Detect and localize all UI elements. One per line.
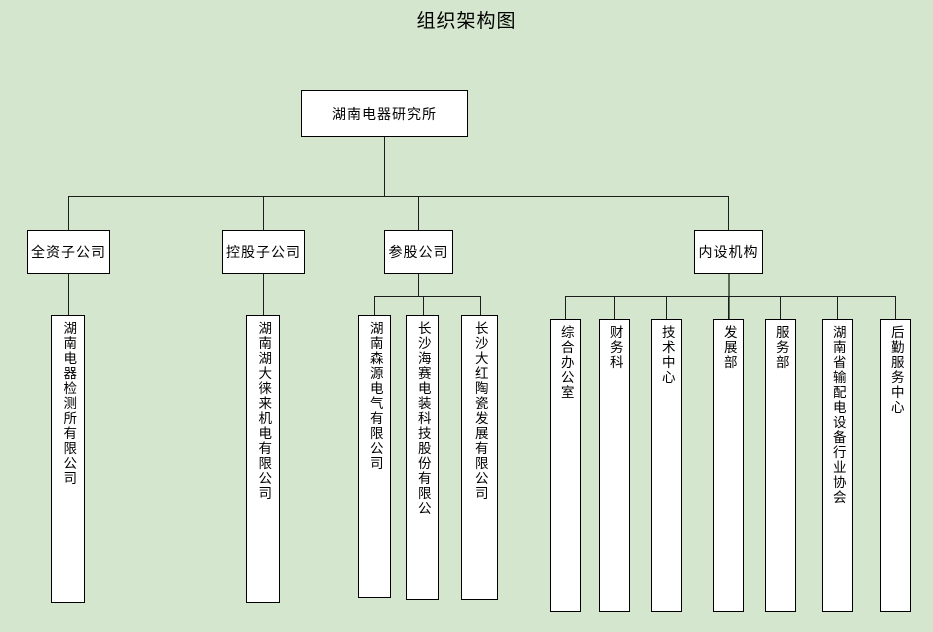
page-title: 组织架构图 [416, 10, 517, 32]
connector-drop-leaf-3-1 [614, 296, 615, 319]
connector-drop-leaf-3-2 [666, 296, 667, 319]
connector-drop-leaf-2-1 [423, 296, 424, 315]
org-node-leaf-3-4-label: 服务部 [772, 325, 789, 370]
connector-drop-leaf-3-3 [728, 296, 729, 319]
org-node-leaf-3-5[interactable]: 湖南省输配电设备行业协会 [822, 319, 853, 612]
connector-root-stem [384, 137, 385, 196]
connector-drop-branch-3 [728, 196, 729, 230]
org-node-leaf-2-2[interactable]: 长沙大红陶瓷发展有限公司 [461, 315, 498, 600]
connector-drop-leaf-3-0 [565, 296, 566, 319]
connector-branch-3-bus [565, 296, 895, 297]
connector-drop-leaf-2-2 [480, 296, 481, 315]
org-node-leaf-3-5-label: 湖南省输配电设备行业协会 [829, 325, 846, 505]
org-node-leaf-2-0-label: 湖南森源电气有限公司 [366, 321, 383, 471]
connector-drop-leaf-2-0 [374, 296, 375, 315]
connector-level2-bus [68, 196, 728, 197]
org-node-leaf-2-2-label: 长沙大红陶瓷发展有限公司 [471, 321, 488, 501]
org-node-branch-2[interactable]: 参股公司 [384, 230, 453, 274]
org-node-leaf-3-2-label: 技术中心 [658, 325, 675, 385]
org-node-leaf-2-1[interactable]: 长沙海赛电装科技股份有限公 [406, 315, 439, 600]
org-node-leaf-3-1[interactable]: 财务科 [599, 319, 630, 612]
connector-drop-branch-1 [263, 196, 264, 230]
org-node-leaf-3-6[interactable]: 后勤服务中心 [880, 319, 911, 612]
org-node-leaf-3-1-label: 财务科 [606, 325, 623, 370]
org-node-root[interactable]: 湖南电器研究所 [301, 90, 468, 137]
connector-drop-leaf-3-5 [837, 296, 838, 319]
org-node-leaf-3-0[interactable]: 综合办公室 [550, 319, 581, 612]
org-node-branch-3-label: 内设机构 [698, 245, 759, 261]
org-node-branch-0-label: 全资子公司 [31, 245, 106, 261]
org-node-leaf-3-3[interactable]: 发展部 [713, 319, 744, 612]
org-node-branch-0[interactable]: 全资子公司 [27, 230, 110, 274]
connector-branch-1-stem [263, 274, 264, 315]
org-node-branch-1[interactable]: 控股子公司 [222, 230, 305, 274]
org-node-leaf-1-0-label: 湖南湖大徕来机电有限公司 [255, 321, 272, 501]
connector-drop-leaf-3-6 [895, 296, 896, 319]
org-node-leaf-0-0[interactable]: 湖南电器检测所有限公司 [51, 315, 85, 603]
org-node-leaf-3-3-label: 发展部 [720, 325, 737, 370]
connector-drop-branch-2 [418, 196, 419, 230]
org-node-leaf-2-0[interactable]: 湖南森源电气有限公司 [358, 315, 391, 598]
org-node-leaf-3-2[interactable]: 技术中心 [651, 319, 682, 612]
connector-branch-2-bus [374, 296, 481, 297]
connector-branch-2-stem [418, 274, 419, 296]
org-node-leaf-1-0[interactable]: 湖南湖大徕来机电有限公司 [246, 315, 280, 603]
org-node-leaf-2-1-label: 长沙海赛电装科技股份有限公 [414, 321, 431, 516]
connector-drop-branch-0 [68, 196, 69, 230]
org-node-leaf-0-0-label: 湖南电器检测所有限公司 [60, 321, 77, 486]
connector-branch-0-stem [68, 274, 69, 315]
org-node-leaf-3-6-label: 后勤服务中心 [887, 325, 904, 415]
org-node-branch-3[interactable]: 内设机构 [694, 230, 763, 274]
org-node-leaf-3-4[interactable]: 服务部 [765, 319, 796, 612]
connector-drop-leaf-3-4 [780, 296, 781, 319]
org-node-branch-2-label: 参股公司 [388, 245, 449, 261]
org-node-branch-1-label: 控股子公司 [226, 245, 301, 261]
org-node-root-label: 湖南电器研究所 [332, 106, 437, 123]
org-node-leaf-3-0-label: 综合办公室 [557, 325, 574, 400]
